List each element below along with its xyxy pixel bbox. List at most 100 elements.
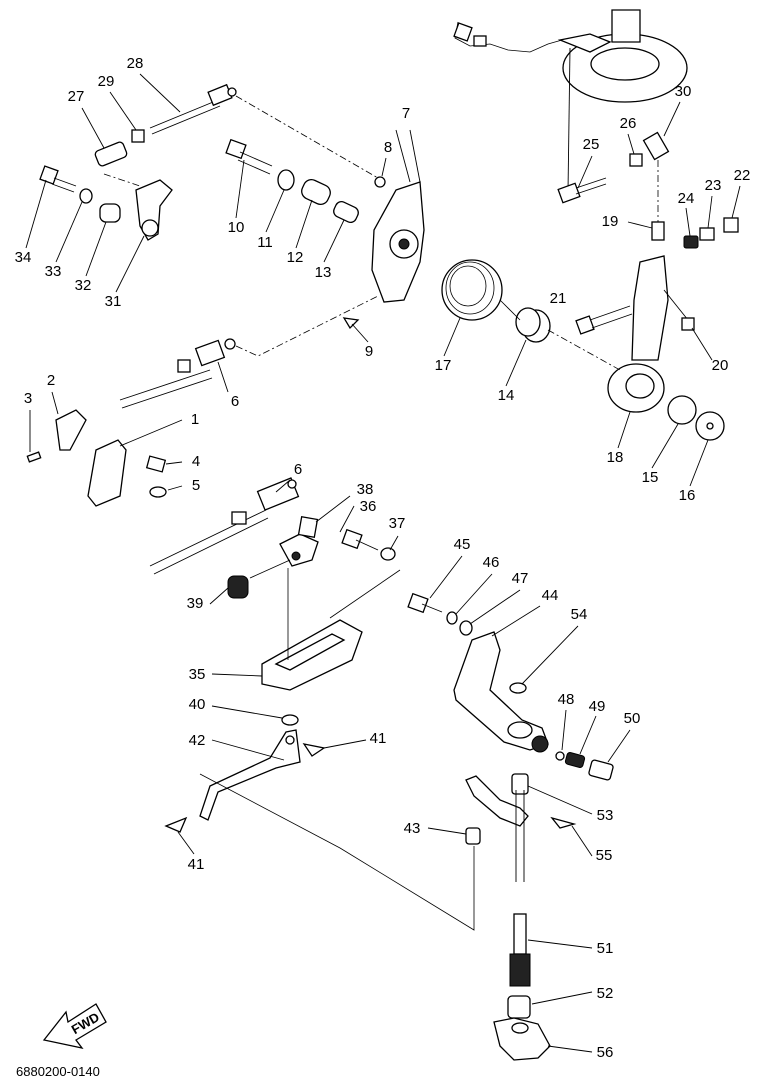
part-30-joint — [642, 131, 670, 222]
part-label-52: 52 — [597, 985, 614, 1002]
part-label-41: 41 — [370, 730, 387, 747]
part-label-5: 5 — [192, 477, 200, 494]
part-label-49: 49 — [589, 698, 606, 715]
part-13-collar — [333, 201, 359, 223]
part-33-washer — [79, 188, 93, 204]
part-49-spring — [564, 752, 586, 768]
part-17-spring — [441, 259, 521, 321]
part-36-bolt — [341, 528, 379, 551]
part-label-2: 2 — [47, 372, 55, 389]
part-29-nut — [131, 129, 145, 143]
part-25-screw — [557, 177, 607, 204]
part-15-washer — [667, 395, 697, 425]
part-47-washer — [459, 620, 473, 636]
part-46-washer — [446, 611, 458, 625]
part-55-clip — [550, 816, 577, 829]
part-56-dog — [493, 1017, 551, 1061]
part-label-51: 51 — [597, 940, 614, 957]
part-label-20: 20 — [712, 357, 729, 374]
part-7-cam — [371, 129, 425, 303]
part-label-9: 9 — [365, 343, 373, 360]
part-label-44: 44 — [542, 587, 559, 604]
part-label-16: 16 — [679, 487, 696, 504]
part-14-bush — [515, 307, 551, 343]
part-label-53: 53 — [597, 807, 614, 824]
part-label-24: 24 — [678, 190, 695, 207]
pulser-assembly — [453, 9, 688, 193]
part-label-19: 19 — [602, 213, 619, 230]
part-label-31: 31 — [105, 293, 122, 310]
fwd-arrow-icon: FWD — [42, 1003, 107, 1049]
part-16-washer — [695, 411, 725, 441]
part-10-bolt — [225, 138, 273, 175]
part-6-rod-upper — [119, 295, 379, 409]
part-label-12: 12 — [287, 249, 304, 266]
part-label-37: 37 — [389, 515, 406, 532]
part-label-18: 18 — [607, 449, 624, 466]
part-26-nut — [629, 153, 643, 167]
part-label-8: 8 — [384, 139, 392, 156]
part-41-clip-lower — [164, 816, 188, 833]
part-label-35: 35 — [189, 666, 206, 683]
part-8-clip — [374, 176, 386, 188]
part-44-lever — [453, 631, 549, 753]
part-label-48: 48 — [558, 691, 575, 708]
part-27-joint — [94, 141, 128, 167]
part-label-6: 6 — [231, 393, 239, 410]
part-43-grommet — [465, 827, 481, 845]
part-23-nut — [699, 227, 715, 241]
part-28-rod — [149, 83, 379, 179]
part-label-26: 26 — [620, 115, 637, 132]
part-45-bolt — [407, 592, 443, 614]
part-label-21: 21 — [550, 290, 567, 307]
part-1-bracket — [87, 439, 127, 507]
part-40-washer — [281, 714, 299, 726]
part-label-23: 23 — [705, 177, 722, 194]
part-52-collar — [507, 995, 531, 1019]
part-6-rod-lower — [149, 477, 300, 575]
part-label-45: 45 — [454, 536, 471, 553]
part-label-39: 39 — [187, 595, 204, 612]
part-label-56: 56 — [597, 1044, 614, 1061]
part-label-54: 54 — [571, 606, 588, 623]
part-label-34: 34 — [15, 249, 32, 266]
part-label-29: 29 — [98, 73, 115, 90]
part-42-lever — [199, 729, 475, 931]
part-label-46: 46 — [483, 554, 500, 571]
part-35-plate — [261, 568, 401, 691]
part-2-lever — [55, 409, 87, 451]
part-label-22: 22 — [734, 167, 751, 184]
part-label-41: 41 — [188, 856, 205, 873]
part-11-washer — [277, 169, 295, 191]
part-label-11: 11 — [257, 234, 273, 251]
part-48-ball — [555, 751, 565, 761]
part-label-15: 15 — [642, 469, 659, 486]
part-label-50: 50 — [624, 710, 641, 727]
part-label-1: 1 — [191, 411, 199, 428]
part-34-screw — [39, 165, 77, 193]
part-label-47: 47 — [512, 570, 529, 587]
part-38-lever — [279, 515, 319, 567]
part-label-17: 17 — [435, 357, 452, 374]
part-53-lever — [465, 773, 529, 827]
part-50-plug — [588, 759, 614, 781]
part-label-4: 4 — [192, 453, 200, 470]
part-label-33: 33 — [45, 263, 62, 280]
part-label-3: 3 — [24, 390, 32, 407]
part-22-collar — [723, 217, 739, 233]
part-54-washer — [509, 682, 527, 694]
part-51-shaft — [509, 790, 531, 987]
part-label-28: 28 — [127, 55, 144, 72]
part-label-36: 36 — [360, 498, 377, 515]
part-41-clip-upper — [302, 743, 326, 757]
part-label-30: 30 — [675, 83, 692, 100]
part-12-collar — [301, 179, 331, 205]
part-label-55: 55 — [596, 847, 613, 864]
part-9-clip — [342, 317, 360, 330]
part-label-42: 42 — [189, 732, 206, 749]
part-number-labels: 1234566789101112131415161718192021222324… — [15, 55, 751, 1061]
part-label-27: 27 — [68, 88, 85, 105]
part-31-lever — [135, 179, 173, 241]
part-label-38: 38 — [357, 481, 374, 498]
